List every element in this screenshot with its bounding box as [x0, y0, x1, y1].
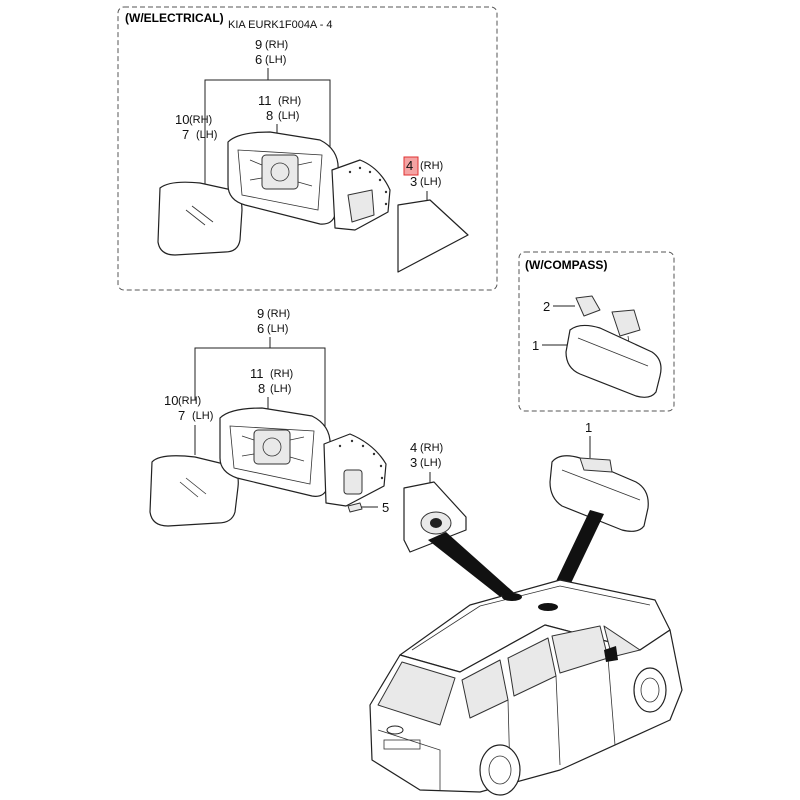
rear-wheel	[479, 744, 521, 796]
callout-number[interactable]: 8	[266, 108, 273, 123]
callout-number[interactable]: 1	[532, 338, 539, 353]
callout-side: (RH)	[189, 114, 212, 126]
actuator-part	[253, 429, 291, 465]
mount-bracket-part	[611, 309, 641, 337]
license-plate-area	[383, 739, 421, 750]
pointer-beam-cover	[428, 532, 520, 603]
housing-inner-frame	[229, 425, 315, 485]
electrical-variant-group: (W/ELECTRICAL) KIA EURK1F004A - 4 9 (RH)…	[117, 6, 498, 291]
callout-number[interactable]: 4	[410, 440, 417, 455]
actuator-part	[261, 154, 299, 190]
glass-reflection-mark	[179, 481, 199, 498]
callout-number[interactable]: 11	[250, 366, 264, 381]
rear-wheel-rim	[488, 755, 512, 785]
actuator-center	[270, 162, 290, 182]
callout-number[interactable]: 2	[543, 299, 550, 314]
location-pointers	[428, 510, 604, 603]
callout-side: (RH)	[270, 368, 293, 380]
pointer-target	[538, 603, 558, 611]
electrical-dashed-box	[117, 6, 498, 291]
callout-number[interactable]: 3	[410, 174, 417, 189]
callout-side: (LH)	[196, 129, 217, 141]
leader-line	[194, 347, 326, 435]
callout-number[interactable]: 7	[182, 127, 189, 142]
callout-side: (LH)	[420, 176, 441, 188]
electrical-box-title: (W/ELECTRICAL)	[125, 11, 224, 25]
vehicle-body	[369, 624, 683, 793]
diagram-code: KIA EURK1F004A - 4	[228, 19, 333, 31]
base-rivets	[338, 439, 384, 480]
actuator-center	[262, 437, 282, 457]
glass-reflection-mark	[191, 205, 214, 223]
callout-side: (RH)	[267, 308, 290, 320]
callout-number[interactable]: 8	[258, 381, 265, 396]
callout-number[interactable]: 7	[178, 408, 185, 423]
compass-box-title: (W/COMPASS)	[525, 258, 607, 272]
manual-adjuster-part	[343, 469, 363, 495]
speaker-center	[430, 518, 442, 528]
screw-part	[347, 502, 363, 513]
callout-number[interactable]: 1	[585, 420, 592, 435]
callout-side: (LH)	[265, 54, 286, 66]
electrical-title-bg	[122, 9, 240, 27]
corner-cover-part	[397, 199, 469, 273]
callout-number[interactable]: 3	[410, 455, 417, 470]
callout-side: (RH)	[278, 95, 301, 107]
callout-side: (LH)	[420, 457, 441, 469]
pointer-target	[502, 593, 522, 601]
callout-number[interactable]: 9	[257, 306, 264, 321]
base-inner-part	[347, 189, 375, 223]
actuator-arms	[241, 435, 305, 462]
base-rivets	[348, 166, 388, 206]
rear-badge	[386, 725, 404, 735]
standard-variant-group: 9 (RH) 6 (LH) 11 (RH) 8 (LH) 10 (RH) 7 (…	[149, 306, 649, 553]
glass-reflection-mark	[185, 209, 206, 226]
compass-variant-group: (W/COMPASS) 2 1	[518, 251, 675, 412]
callout-number[interactable]: 10	[164, 393, 178, 408]
rear-window	[377, 661, 456, 726]
compass-dashed-box	[518, 251, 675, 412]
callout-side: (RH)	[265, 39, 288, 51]
mirror-glass-part	[157, 181, 243, 256]
callout-number[interactable]: 9	[255, 37, 262, 52]
roof-rail	[411, 585, 651, 651]
rearview-mirror-part	[565, 324, 662, 398]
callout-side: (LH)	[192, 410, 213, 422]
front-wheel	[633, 667, 667, 713]
callout-number[interactable]: 6	[255, 52, 262, 67]
pointer-beam-mirror	[548, 510, 604, 602]
callout-side: (LH)	[267, 323, 288, 335]
vehicle-illustration	[369, 579, 683, 796]
callout-side: (RH)	[420, 160, 443, 172]
mirror-mount-part	[579, 457, 613, 473]
mirror-cover-part	[575, 295, 601, 317]
callout-number[interactable]: 10	[175, 112, 189, 127]
mirror-edge-line	[577, 337, 649, 367]
callout-side: (RH)	[178, 395, 201, 407]
tailgate-line	[377, 729, 441, 790]
housing-inner-frame	[237, 149, 323, 211]
mirror-glass-part	[149, 455, 239, 527]
actuator-arms	[249, 159, 313, 187]
callout-number[interactable]: 6	[257, 321, 264, 336]
mirror-edge-line	[561, 469, 641, 501]
callout-highlight	[403, 156, 419, 176]
callout-side: (LH)	[270, 383, 291, 395]
callout-number[interactable]: 11	[258, 93, 272, 108]
callout-number[interactable]: 5	[382, 500, 389, 515]
callout-side: (LH)	[278, 110, 299, 122]
callout-number[interactable]: 4	[406, 158, 413, 173]
glass-reflection-mark	[185, 477, 207, 495]
vehicle-side-mirror	[604, 646, 618, 662]
front-wheel-rim	[640, 677, 660, 703]
callout-side: (RH)	[420, 442, 443, 454]
